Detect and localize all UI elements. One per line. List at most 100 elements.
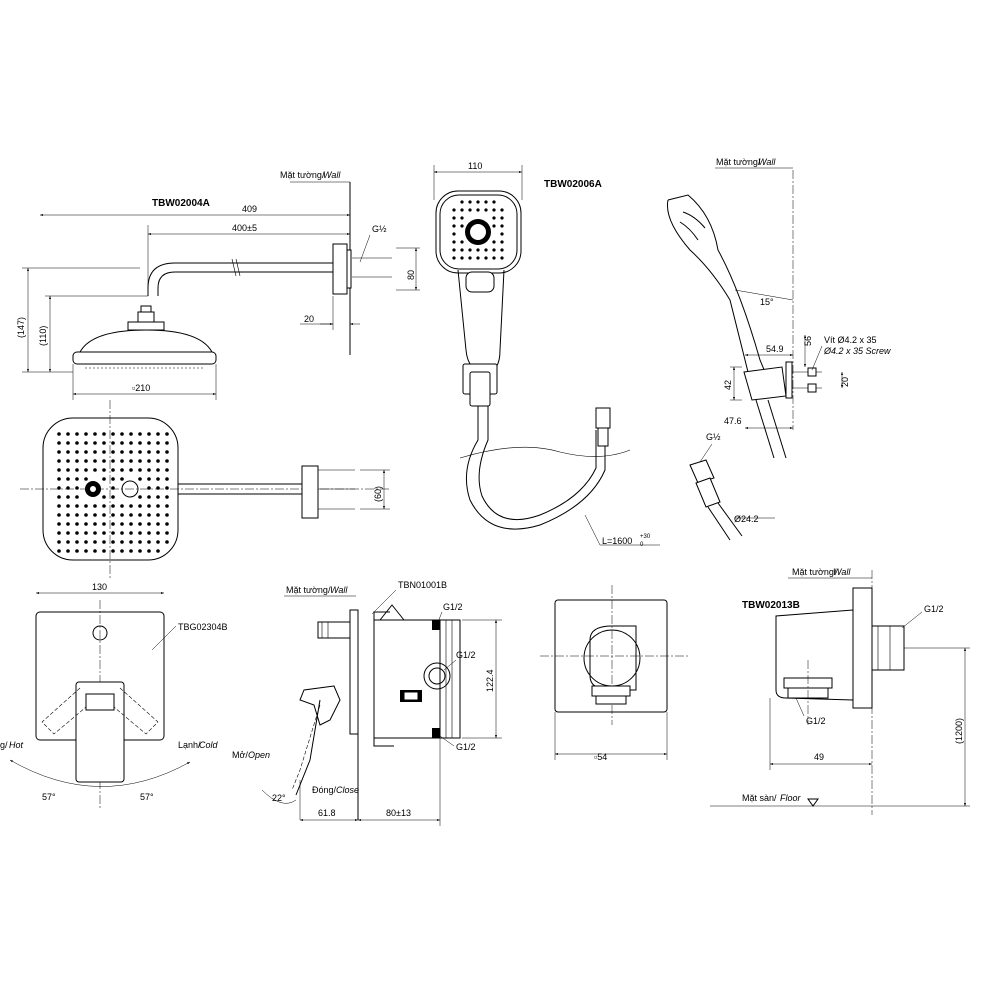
- hand-nozzle-dot: [484, 248, 488, 252]
- hand-nozzle-pattern: [452, 200, 504, 260]
- hand-nozzle-dot: [468, 248, 472, 252]
- nozzle-dot: [120, 450, 124, 454]
- nozzle-dot: [156, 477, 160, 481]
- nozzle-dot: [66, 468, 70, 472]
- nozzle-dot: [84, 504, 88, 508]
- nozzle-dot: [102, 450, 106, 454]
- nozzle-dot: [138, 432, 142, 436]
- hand-nozzle-dot: [500, 216, 504, 220]
- hand-nozzle-dot: [452, 240, 456, 244]
- nozzle-dot: [75, 513, 79, 517]
- nozzle-dot: [138, 495, 142, 499]
- nozzle-dot: [102, 540, 106, 544]
- hand-nozzle-dot: [484, 200, 488, 204]
- hose-tol-lower: 0: [640, 542, 644, 548]
- dim-409: 409: [242, 204, 257, 214]
- nozzle-dot: [111, 477, 115, 481]
- nozzle-dot: [147, 531, 151, 535]
- nozzle-dot: [57, 432, 61, 436]
- screw-label: Vít Ø4.2 x 35: [824, 335, 877, 345]
- nozzle-dot: [147, 441, 151, 445]
- dim-61-8: 61.8: [318, 808, 336, 818]
- dim-80: 80: [406, 270, 416, 280]
- nozzle-dot: [120, 477, 124, 481]
- nozzle-dot: [120, 531, 124, 535]
- nozzle-dot: [147, 450, 151, 454]
- nozzle-dot: [165, 522, 169, 526]
- wall-label-mixer: Mặt tường/: [286, 585, 331, 595]
- nozzle-dot: [138, 549, 142, 553]
- nozzle-dot: [102, 504, 106, 508]
- nozzle-dot: [111, 459, 115, 463]
- close-label: Đóng/: [312, 785, 337, 795]
- angle-left: 57°: [42, 792, 56, 802]
- nozzle-dot: [84, 477, 88, 481]
- nozzle-dot: [57, 513, 61, 517]
- nozzle-dot: [66, 495, 70, 499]
- nozzle-dot: [138, 441, 142, 445]
- model-plate: TBG02304B: [178, 622, 228, 632]
- nozzle-dot: [66, 522, 70, 526]
- dim-42: 42: [723, 380, 733, 390]
- nozzle-dot: [165, 486, 169, 490]
- nozzle-dot: [165, 513, 169, 517]
- hand-nozzle-dot: [484, 208, 488, 212]
- hand-nozzle-dot: [452, 248, 456, 252]
- nozzle-dot: [102, 459, 106, 463]
- hand-nozzle-dot: [452, 216, 456, 220]
- nozzle-dot: [66, 504, 70, 508]
- nozzle-dot: [75, 504, 79, 508]
- hand-nozzle-dot: [492, 216, 496, 220]
- nozzle-dot: [57, 495, 61, 499]
- nozzle-dot: [147, 540, 151, 544]
- dim-47-6: 47.6: [724, 416, 742, 426]
- hand-nozzle-dot: [452, 208, 456, 212]
- nozzle-dot: [84, 513, 88, 517]
- nozzle-dot: [111, 549, 115, 553]
- nozzle-dot: [102, 522, 106, 526]
- hand-nozzle-dot: [452, 232, 456, 236]
- nozzle-dot: [165, 477, 169, 481]
- hand-nozzle-dot: [500, 240, 504, 244]
- nozzle-dot: [165, 468, 169, 472]
- nozzle-pattern: [57, 432, 169, 553]
- hand-nozzle-dot: [484, 256, 488, 260]
- dim-20: 20: [304, 314, 314, 324]
- hand-nozzle-dot: [460, 256, 464, 260]
- wall-label-en-mixer: Wall: [330, 585, 348, 595]
- nozzle-dot: [102, 495, 106, 499]
- hand-nozzle-dot: [492, 224, 496, 228]
- hand-nozzle-dot: [460, 200, 464, 204]
- nozzle-dot: [102, 432, 106, 436]
- nozzle-dot: [57, 441, 61, 445]
- nozzle-dot: [111, 513, 115, 517]
- nozzle-dot: [66, 459, 70, 463]
- nozzle-dot: [66, 513, 70, 517]
- hand-nozzle-dot: [452, 256, 456, 260]
- nozzle-dot: [147, 432, 151, 436]
- nozzle-dot: [138, 468, 142, 472]
- nozzle-dot: [120, 468, 124, 472]
- nozzle-dot: [102, 549, 106, 553]
- g-bottom-outlet: G1/2: [806, 716, 826, 726]
- nozzle-dot: [165, 504, 169, 508]
- shower-head-side-view: Mặt tường/ Wall TBW02004A 409 400±5 G½ 8…: [16, 170, 420, 400]
- dim-54: ▫54: [594, 752, 607, 762]
- nozzle-dot: [111, 540, 115, 544]
- nozzle-dot: [120, 513, 124, 517]
- dim-g-half: G½: [372, 224, 387, 234]
- g-bottom: G1/2: [456, 742, 476, 752]
- screw-label-en: Ø4.2 x 35 Screw: [823, 346, 891, 356]
- nozzle-dot: [57, 468, 61, 472]
- hand-nozzle-dot: [492, 240, 496, 244]
- floor-label-en: Floor: [780, 793, 802, 803]
- nozzle-dot: [156, 504, 160, 508]
- nozzle-dot: [111, 522, 115, 526]
- nozzle-dot: [93, 450, 97, 454]
- nozzle-dot: [138, 450, 142, 454]
- wall-label-en: Wall: [323, 170, 341, 180]
- nozzle-dot: [165, 459, 169, 463]
- nozzle-dot: [84, 450, 88, 454]
- nozzle-dot: [111, 531, 115, 535]
